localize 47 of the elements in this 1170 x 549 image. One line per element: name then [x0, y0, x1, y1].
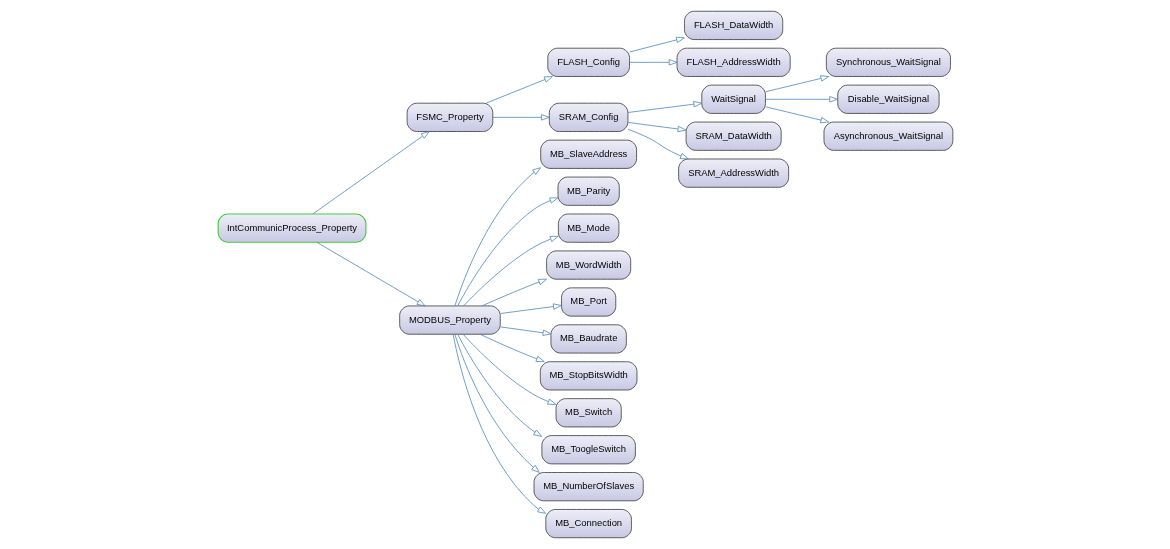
arrow	[499, 326, 551, 336]
arrow	[481, 278, 547, 307]
arrow	[628, 36, 685, 53]
node-box: MODBUS_Property	[398, 305, 501, 335]
arrow	[764, 106, 829, 124]
arrow	[485, 76, 553, 104]
arrow	[454, 334, 540, 473]
node-box: SRAM_DataWidth	[685, 121, 782, 151]
node-box: SRAM_Config	[548, 102, 628, 132]
arrow	[479, 333, 545, 363]
node-box: MB_ToogleSwitch	[541, 435, 636, 465]
node-box: MB_Baudrate	[550, 324, 627, 354]
arrow	[627, 101, 702, 113]
node-box: MB_Parity	[557, 176, 620, 206]
node-box: Synchronous_WaitSignal	[825, 47, 951, 77]
node-box: MB_Switch	[555, 398, 622, 428]
node-box: FLASH_DataWidth	[683, 10, 783, 40]
node-box: MB_Port	[560, 287, 616, 317]
node-box: FLASH_AddressWidth	[676, 47, 791, 77]
arrow	[316, 241, 425, 307]
node-box: SRAM_AddressWidth	[677, 158, 789, 188]
node-box: MB_Connection	[544, 509, 632, 539]
node-box: FSMC_Property	[406, 102, 493, 132]
arrow	[627, 122, 686, 133]
node-box: IntCommunicProcess_Property	[217, 213, 366, 243]
arrow	[312, 131, 429, 215]
node-box: MB_WordWidth	[545, 250, 631, 280]
node-box: FLASH_Config	[546, 47, 630, 77]
node-box: MB_SlaveAddress	[539, 139, 637, 169]
arrow	[454, 167, 541, 307]
arrow	[499, 303, 562, 314]
arrow	[452, 334, 546, 514]
arrow	[492, 114, 550, 121]
arrow	[764, 75, 829, 93]
node-box: Disable_WaitSignal	[836, 84, 939, 114]
arrow	[456, 333, 542, 437]
node-box: Asynchronous_WaitSignal	[823, 121, 953, 151]
node-box: WaitSignal	[700, 84, 766, 114]
arrow	[462, 235, 559, 307]
node-box: MB_NumberOfSlaves	[533, 472, 644, 502]
node-box: MB_StopBitsWidth	[539, 361, 637, 391]
arrow	[456, 197, 558, 307]
node-box: MB_Mode	[557, 213, 619, 243]
arrow	[462, 333, 556, 405]
arrow	[627, 128, 689, 160]
arrow	[764, 96, 838, 103]
arrow	[628, 59, 677, 66]
